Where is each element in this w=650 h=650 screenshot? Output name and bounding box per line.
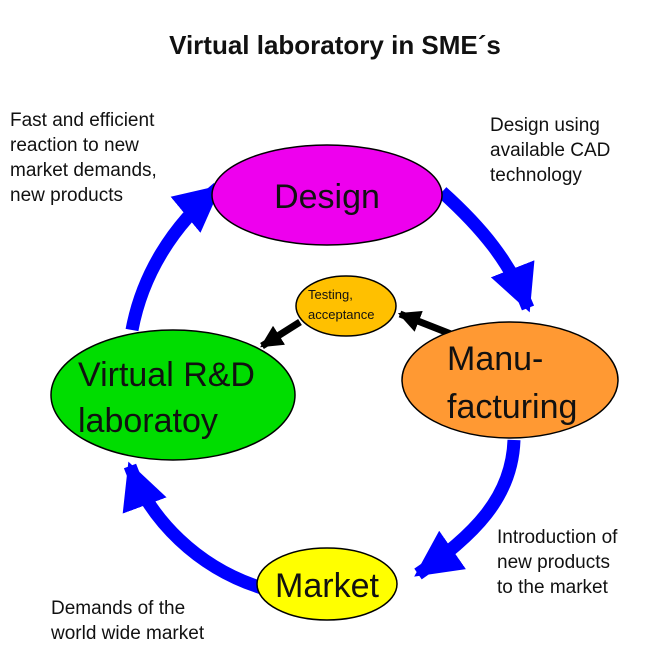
note-top-left-line2: reaction to new bbox=[10, 135, 139, 156]
manufacturing-label-line1: Manu- bbox=[447, 340, 543, 378]
note-top-right-line2: available CAD bbox=[490, 140, 610, 161]
note-top-right-line1: Design using bbox=[490, 115, 600, 136]
node-market: Market bbox=[256, 547, 398, 621]
testing-label-line1: Testing, bbox=[308, 287, 353, 302]
node-manufacturing: Manu- facturing bbox=[401, 321, 619, 439]
note-bottom-right-line1: Introduction of bbox=[497, 527, 618, 548]
note-top-left-line3: market demands, bbox=[10, 160, 157, 181]
note-top-left: Fast and efficient reaction to new marke… bbox=[10, 110, 157, 206]
note-bottom-left-line1: Demands of the bbox=[51, 598, 185, 619]
market-label: Market bbox=[275, 567, 379, 605]
design-label: Design bbox=[274, 178, 380, 216]
design-ellipse bbox=[211, 144, 443, 246]
note-top-right-line3: technology bbox=[490, 165, 582, 186]
note-bottom-right-line3: to the market bbox=[497, 577, 609, 598]
note-bottom-left-line2: world wide market bbox=[50, 623, 205, 644]
node-testing: Testing, acceptance bbox=[295, 275, 397, 337]
node-virtual-rnd: Virtual R&D laboratoy bbox=[50, 329, 296, 461]
arrow-market-to-rnd bbox=[122, 461, 264, 595]
note-top-left-line1: Fast and efficient bbox=[10, 110, 155, 131]
manufacturing-ellipse bbox=[401, 321, 619, 439]
arrow-rnd-to-design bbox=[125, 182, 223, 332]
diagram-title: Virtual laboratory in SME´s bbox=[169, 30, 501, 60]
note-bottom-right-line2: new products bbox=[497, 552, 610, 573]
arrow-design-to-manufacturing bbox=[437, 187, 535, 313]
rnd-label-line2: laboratoy bbox=[78, 402, 218, 440]
arrow-manufacturing-to-market bbox=[414, 439, 521, 580]
note-bottom-right: Introduction of new products to the mark… bbox=[497, 527, 618, 598]
node-design: Design bbox=[211, 144, 443, 246]
rnd-ellipse bbox=[50, 329, 296, 461]
testing-label-line2: acceptance bbox=[308, 307, 375, 322]
testing-ellipse bbox=[295, 275, 397, 337]
note-top-right: Design using available CAD technology bbox=[490, 115, 610, 186]
manufacturing-label-line2: facturing bbox=[447, 388, 577, 426]
note-top-left-line4: new products bbox=[10, 185, 123, 206]
note-bottom-left: Demands of the world wide market bbox=[50, 598, 205, 644]
market-ellipse bbox=[256, 547, 398, 621]
arrow-testing-to-rnd bbox=[260, 319, 302, 349]
rnd-label-line1: Virtual R&D bbox=[78, 356, 255, 394]
